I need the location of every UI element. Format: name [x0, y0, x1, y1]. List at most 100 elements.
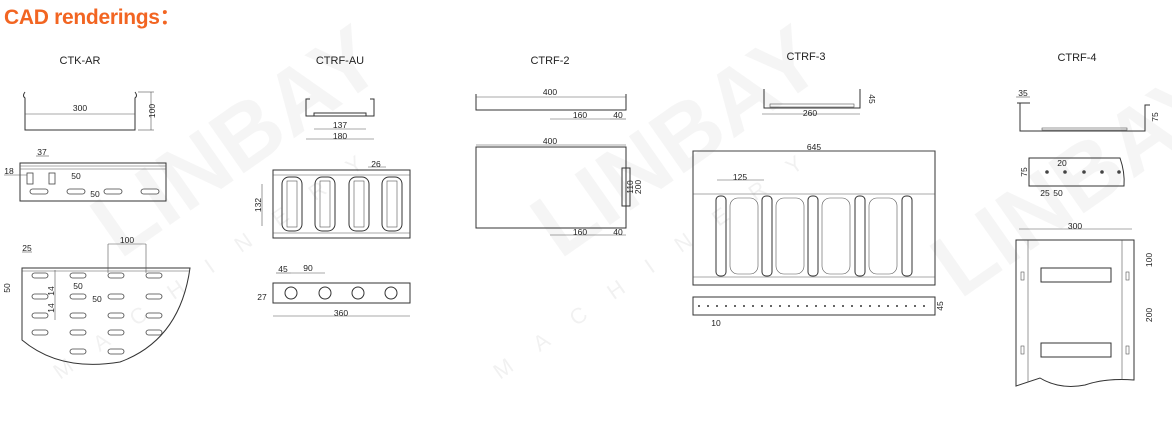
drawing-line	[281, 176, 303, 232]
drawing-line	[386, 180, 398, 228]
dimension-label: 400	[543, 136, 557, 146]
drawing-line	[286, 180, 298, 228]
drawing-line	[807, 195, 819, 277]
drawing-line	[107, 293, 125, 300]
drawing-line	[1041, 127, 1128, 131]
drawing-line	[475, 146, 627, 229]
drawing-line	[66, 188, 86, 195]
plan-view: 25 100 50 14 14 50 50	[2, 235, 191, 365]
drawing-ctrf-2: CTRF-2 400 160 40 400 110 200 160 40	[475, 55, 643, 237]
dimension-label: 26	[371, 159, 381, 169]
drawing-line	[1045, 170, 1049, 174]
dimension-label: 300	[73, 103, 87, 113]
dimension-label: 50	[92, 294, 102, 304]
drawing-line	[107, 312, 125, 319]
dimension-label: 137	[333, 120, 347, 130]
plan-view: 645 125	[692, 142, 936, 286]
drawing-line	[319, 180, 331, 228]
drawing-ctrf-4: CTRF-4 35 75 75 20 25 50 300 100 200	[1015, 52, 1160, 387]
drawing-line	[621, 167, 631, 207]
drawing-line	[69, 293, 87, 300]
drawing-line	[868, 197, 898, 275]
drawing-line	[475, 94, 627, 111]
profile-view: 137 180	[305, 98, 375, 141]
dimension-label: 110	[625, 180, 635, 194]
plan-view: 300 100 200	[1015, 221, 1154, 387]
drawing-line	[1020, 345, 1025, 355]
drawing-line	[1082, 170, 1086, 174]
dimension-label: 90	[303, 263, 313, 273]
drawing-line	[314, 176, 336, 232]
drawing-line	[23, 91, 137, 131]
model-label: CTRF-4	[1057, 52, 1096, 64]
side-view: 45 90 27 360	[257, 263, 411, 318]
drawing-line	[1040, 342, 1112, 358]
watermark: LINBAY LINBAY LINBAY MACHINERY MACHINERY	[49, 47, 1172, 384]
drawing-line	[1020, 271, 1025, 281]
profile-view: 35 75	[1016, 88, 1160, 132]
profile-view: 300 100	[23, 91, 157, 131]
dimension-label: 45	[278, 264, 288, 274]
drawing-line	[1040, 267, 1112, 283]
drawing-line	[1028, 157, 1125, 187]
drawing-line	[351, 286, 365, 300]
drawing-line	[107, 348, 125, 355]
drawing-line	[48, 172, 56, 185]
drawing-line	[775, 197, 805, 275]
dimension-label: 50	[1053, 188, 1063, 198]
dimension-label: 300	[1068, 221, 1082, 231]
dimension-label: 14	[46, 286, 56, 296]
drawing-line	[381, 176, 403, 232]
drawing-line	[1015, 239, 1135, 387]
drawing-line	[69, 312, 87, 319]
dimension-label: 132	[253, 198, 263, 212]
dimension-label: 10	[711, 318, 721, 328]
drawing-line	[901, 195, 913, 277]
drawing-line	[145, 293, 163, 300]
drawing-line	[761, 195, 773, 277]
dimension-label: LINBAY	[914, 47, 1172, 316]
drawing-line	[272, 169, 411, 239]
drawing-line	[1063, 170, 1067, 174]
dimension-label: 200	[1144, 308, 1154, 322]
plan-view: 132 26	[253, 159, 411, 239]
dimension-label: 260	[803, 108, 817, 118]
drawing-line	[31, 329, 49, 336]
drawing-line	[140, 188, 160, 195]
drawing-line	[107, 272, 125, 279]
profile-view: 400 160 40	[475, 87, 627, 120]
drawing-line	[284, 286, 298, 300]
dimension-label: 200	[633, 180, 643, 194]
drawing-line	[1017, 102, 1150, 132]
drawing-line	[763, 89, 861, 109]
dimension-label: 37	[37, 147, 47, 157]
model-label: CTRF-2	[530, 55, 569, 67]
dimension-label: 360	[334, 308, 348, 318]
dimension-label: 40	[613, 227, 623, 237]
dimension-label: 25	[22, 243, 32, 253]
drawing-line	[103, 188, 123, 195]
dimension-label: 45	[935, 301, 945, 311]
drawing-line	[69, 329, 87, 336]
drawing-line	[729, 197, 759, 275]
dimension-label: 35	[1018, 88, 1028, 98]
drawing-line	[26, 172, 34, 185]
drawing-line	[21, 267, 191, 365]
dimension-label: 50	[71, 171, 81, 181]
drawing-line	[854, 195, 866, 277]
drawing-line	[31, 293, 49, 300]
drawing-line	[821, 197, 851, 275]
page-heading: CAD renderings：	[4, 6, 181, 29]
model-label: CTRF-AU	[316, 55, 364, 67]
dimension-label: 160	[573, 110, 587, 120]
dimension-label: 645	[807, 142, 821, 152]
drawing-line	[69, 348, 87, 355]
model-label: CTK-AR	[60, 55, 101, 67]
side-view: 45 10	[692, 296, 945, 328]
profile-view: 260 45	[762, 89, 877, 118]
dimension-label: 45	[867, 94, 877, 104]
dimension-label: 14	[46, 303, 56, 313]
drawing-line	[145, 272, 163, 279]
dimension-label: 100	[1144, 253, 1154, 267]
